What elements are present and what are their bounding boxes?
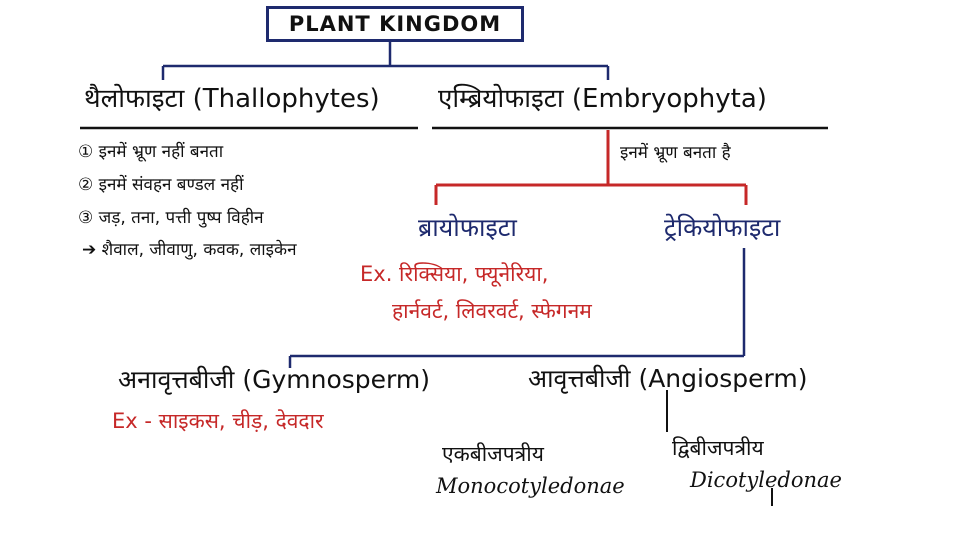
- embryophyta-branch: [434, 130, 748, 205]
- embryophyta-heading: एम्ब्रियोफाइटा (Embryophyta): [438, 84, 767, 114]
- angiosperm-heading: आवृत्तबीजी (Angiosperm): [528, 364, 808, 393]
- thallophytes-point-3: ③ जड़, तना, पत्ती पुष्प विहीन: [78, 208, 264, 228]
- thallophytes-heading: थैलोफाइटा (Thallophytes): [84, 84, 380, 114]
- bryophyta-examples-line2: हार्नवर्ट, लिवरवर्ट, स्फेगनम: [392, 299, 592, 323]
- gymnosperm-heading: अनावृत्तबीजी (Gymnosperm): [118, 365, 430, 394]
- bryophyta-examples-line1: Ex. रिक्सिया, फ्यूनेरिया,: [360, 262, 549, 286]
- embryophyta-note: इनमें भ्रूण बनता है: [620, 143, 731, 163]
- dicot-label-hindi: द्विबीजपत्रीय: [672, 436, 764, 460]
- tracheophyta-branch: [288, 248, 746, 368]
- root-connector: [161, 42, 610, 80]
- tracheophyta-heading: ट्रेकियोफाइटा: [664, 213, 781, 242]
- dicot-label-english: Dicotyledonae: [690, 468, 842, 492]
- bryophyta-heading: ब्रायोफाइटा: [418, 213, 517, 242]
- thallophytes-point-1: ① इनमें भ्रूण नहीं बनता: [78, 142, 224, 162]
- plant-kingdom-title: PLANT KINGDOM: [266, 6, 524, 42]
- thallophytes-point-2: ② इनमें संवहन बण्डल नहीं: [78, 175, 244, 195]
- gymnosperm-examples: Ex - साइकस, चीड़, देवदार: [112, 409, 324, 433]
- thallophytes-examples: ➔ शैवाल, जीवाणु, कवक, लाइकेन: [82, 240, 297, 260]
- monocot-label-hindi: एकबीजपत्रीय: [442, 442, 544, 466]
- monocot-label-english: Monocotyledonae: [436, 474, 625, 498]
